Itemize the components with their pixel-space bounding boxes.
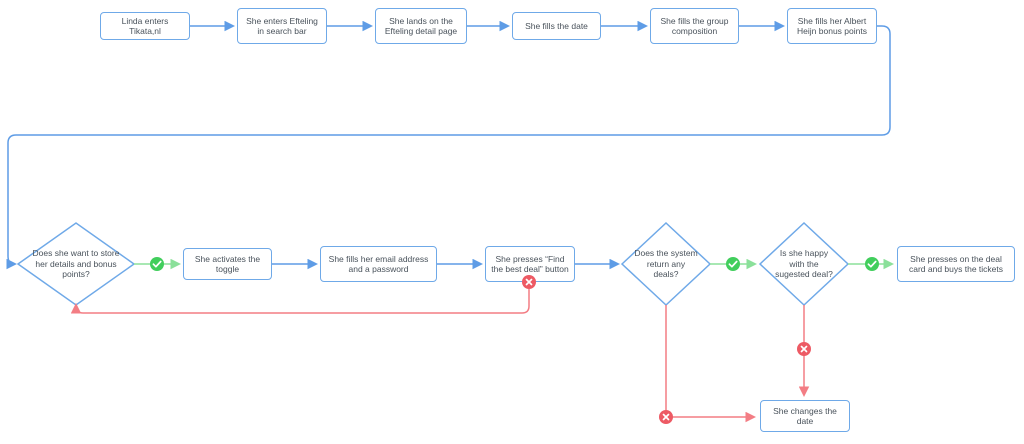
no-badge-deals	[659, 410, 673, 424]
check-icon	[867, 260, 877, 268]
check-icon	[728, 260, 738, 268]
yes-circle	[150, 257, 164, 271]
node-toggle[interactable]: She activates the toggle	[183, 248, 272, 280]
node-group-label: She fills the group composition	[660, 15, 729, 37]
node-email[interactable]: She fills her email address and a passwo…	[320, 246, 437, 282]
no-badge-happy	[797, 342, 811, 356]
node-buy-label: She presses on the deal card and buys th…	[908, 253, 1004, 275]
yes-circle	[865, 257, 879, 271]
node-find-deal-label: She presses “Find the best deal” button	[491, 253, 569, 275]
node-bonus[interactable]: She fills her Albert Heijn bonus points	[787, 8, 877, 44]
node-bonus-label: She fills her Albert Heijn bonus points	[797, 15, 867, 37]
node-toggle-label: She activates the toggle	[194, 253, 261, 275]
edge-find-deal-no-store-decision	[70, 289, 530, 314]
x-icon	[800, 345, 808, 353]
x-icon	[662, 413, 670, 421]
node-start-label: Linda enters Tikata,nl	[121, 15, 169, 37]
node-deals-decision-label: Does the system return any deals?	[634, 248, 698, 280]
node-change-date-label: She changes the date	[773, 405, 837, 427]
node-search-label: She enters Efteling in search bar	[246, 15, 318, 37]
no-circle	[797, 342, 811, 356]
node-detail-page-label: She lands on the Efteling detail page	[384, 15, 458, 37]
node-store-decision-label: Does she want to store her details and b…	[32, 248, 120, 280]
yes-badge-deals	[726, 257, 740, 271]
node-search[interactable]: She enters Efteling in search bar	[237, 8, 327, 44]
node-group[interactable]: She fills the group composition	[650, 8, 739, 44]
edge-bonus-store-decision	[6, 25, 891, 270]
node-change-date[interactable]: She changes the date	[760, 400, 850, 432]
no-circle	[659, 410, 673, 424]
yes-badge-happy	[865, 257, 879, 271]
yes-badge-store	[150, 257, 164, 271]
yes-circle	[726, 257, 740, 271]
node-start[interactable]: Linda enters Tikata,nl	[100, 12, 190, 40]
check-icon	[152, 260, 162, 268]
node-happy-decision-label: Is she happy with the sugested deal?	[775, 248, 833, 280]
node-email-label: She fills her email address and a passwo…	[328, 253, 429, 275]
node-date-label: She fills the date	[525, 20, 588, 31]
node-date[interactable]: She fills the date	[512, 12, 601, 40]
node-detail-page[interactable]: She lands on the Efteling detail page	[375, 8, 467, 44]
node-find-deal[interactable]: She presses “Find the best deal” button	[485, 246, 575, 282]
node-buy[interactable]: She presses on the deal card and buys th…	[897, 246, 1015, 282]
edge-deals-no-change-date	[665, 305, 756, 423]
